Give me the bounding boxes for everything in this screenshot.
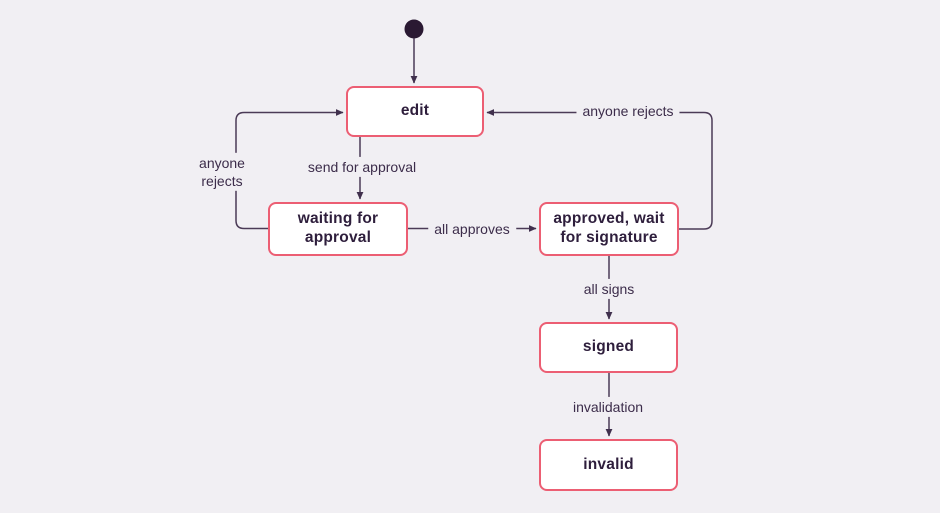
state-label-invalid: invalid (583, 455, 634, 473)
edge-approved-to-edit (486, 109, 713, 230)
transition-label-all-approves: all approves (428, 218, 516, 240)
state-box-signed: signed (539, 322, 678, 373)
transition-label-invalidation: invalidation (566, 396, 650, 418)
initial-state-dot (404, 19, 424, 39)
transition-label-anyone-rejects-right: anyone rejects (576, 100, 680, 122)
transition-label-anyone-rejects-left: anyone rejects (190, 152, 254, 192)
state-box-waiting-for-approval: waiting for approval (268, 202, 408, 256)
state-label-waiting-for-approval: waiting for approval (297, 210, 379, 246)
state-label-edit: edit (400, 102, 430, 120)
transition-label-all-signs: all signs (577, 278, 641, 300)
state-label-approved-wait-for-signature: approved, wait for signature (553, 210, 665, 246)
state-box-approved-wait-for-signature: approved, wait for signature (539, 202, 679, 256)
state-label-signed: signed (582, 338, 635, 356)
state-box-invalid: invalid (539, 439, 678, 491)
transition-label-send-for-approval: send for approval (301, 156, 423, 178)
state-box-edit: edit (346, 86, 484, 137)
